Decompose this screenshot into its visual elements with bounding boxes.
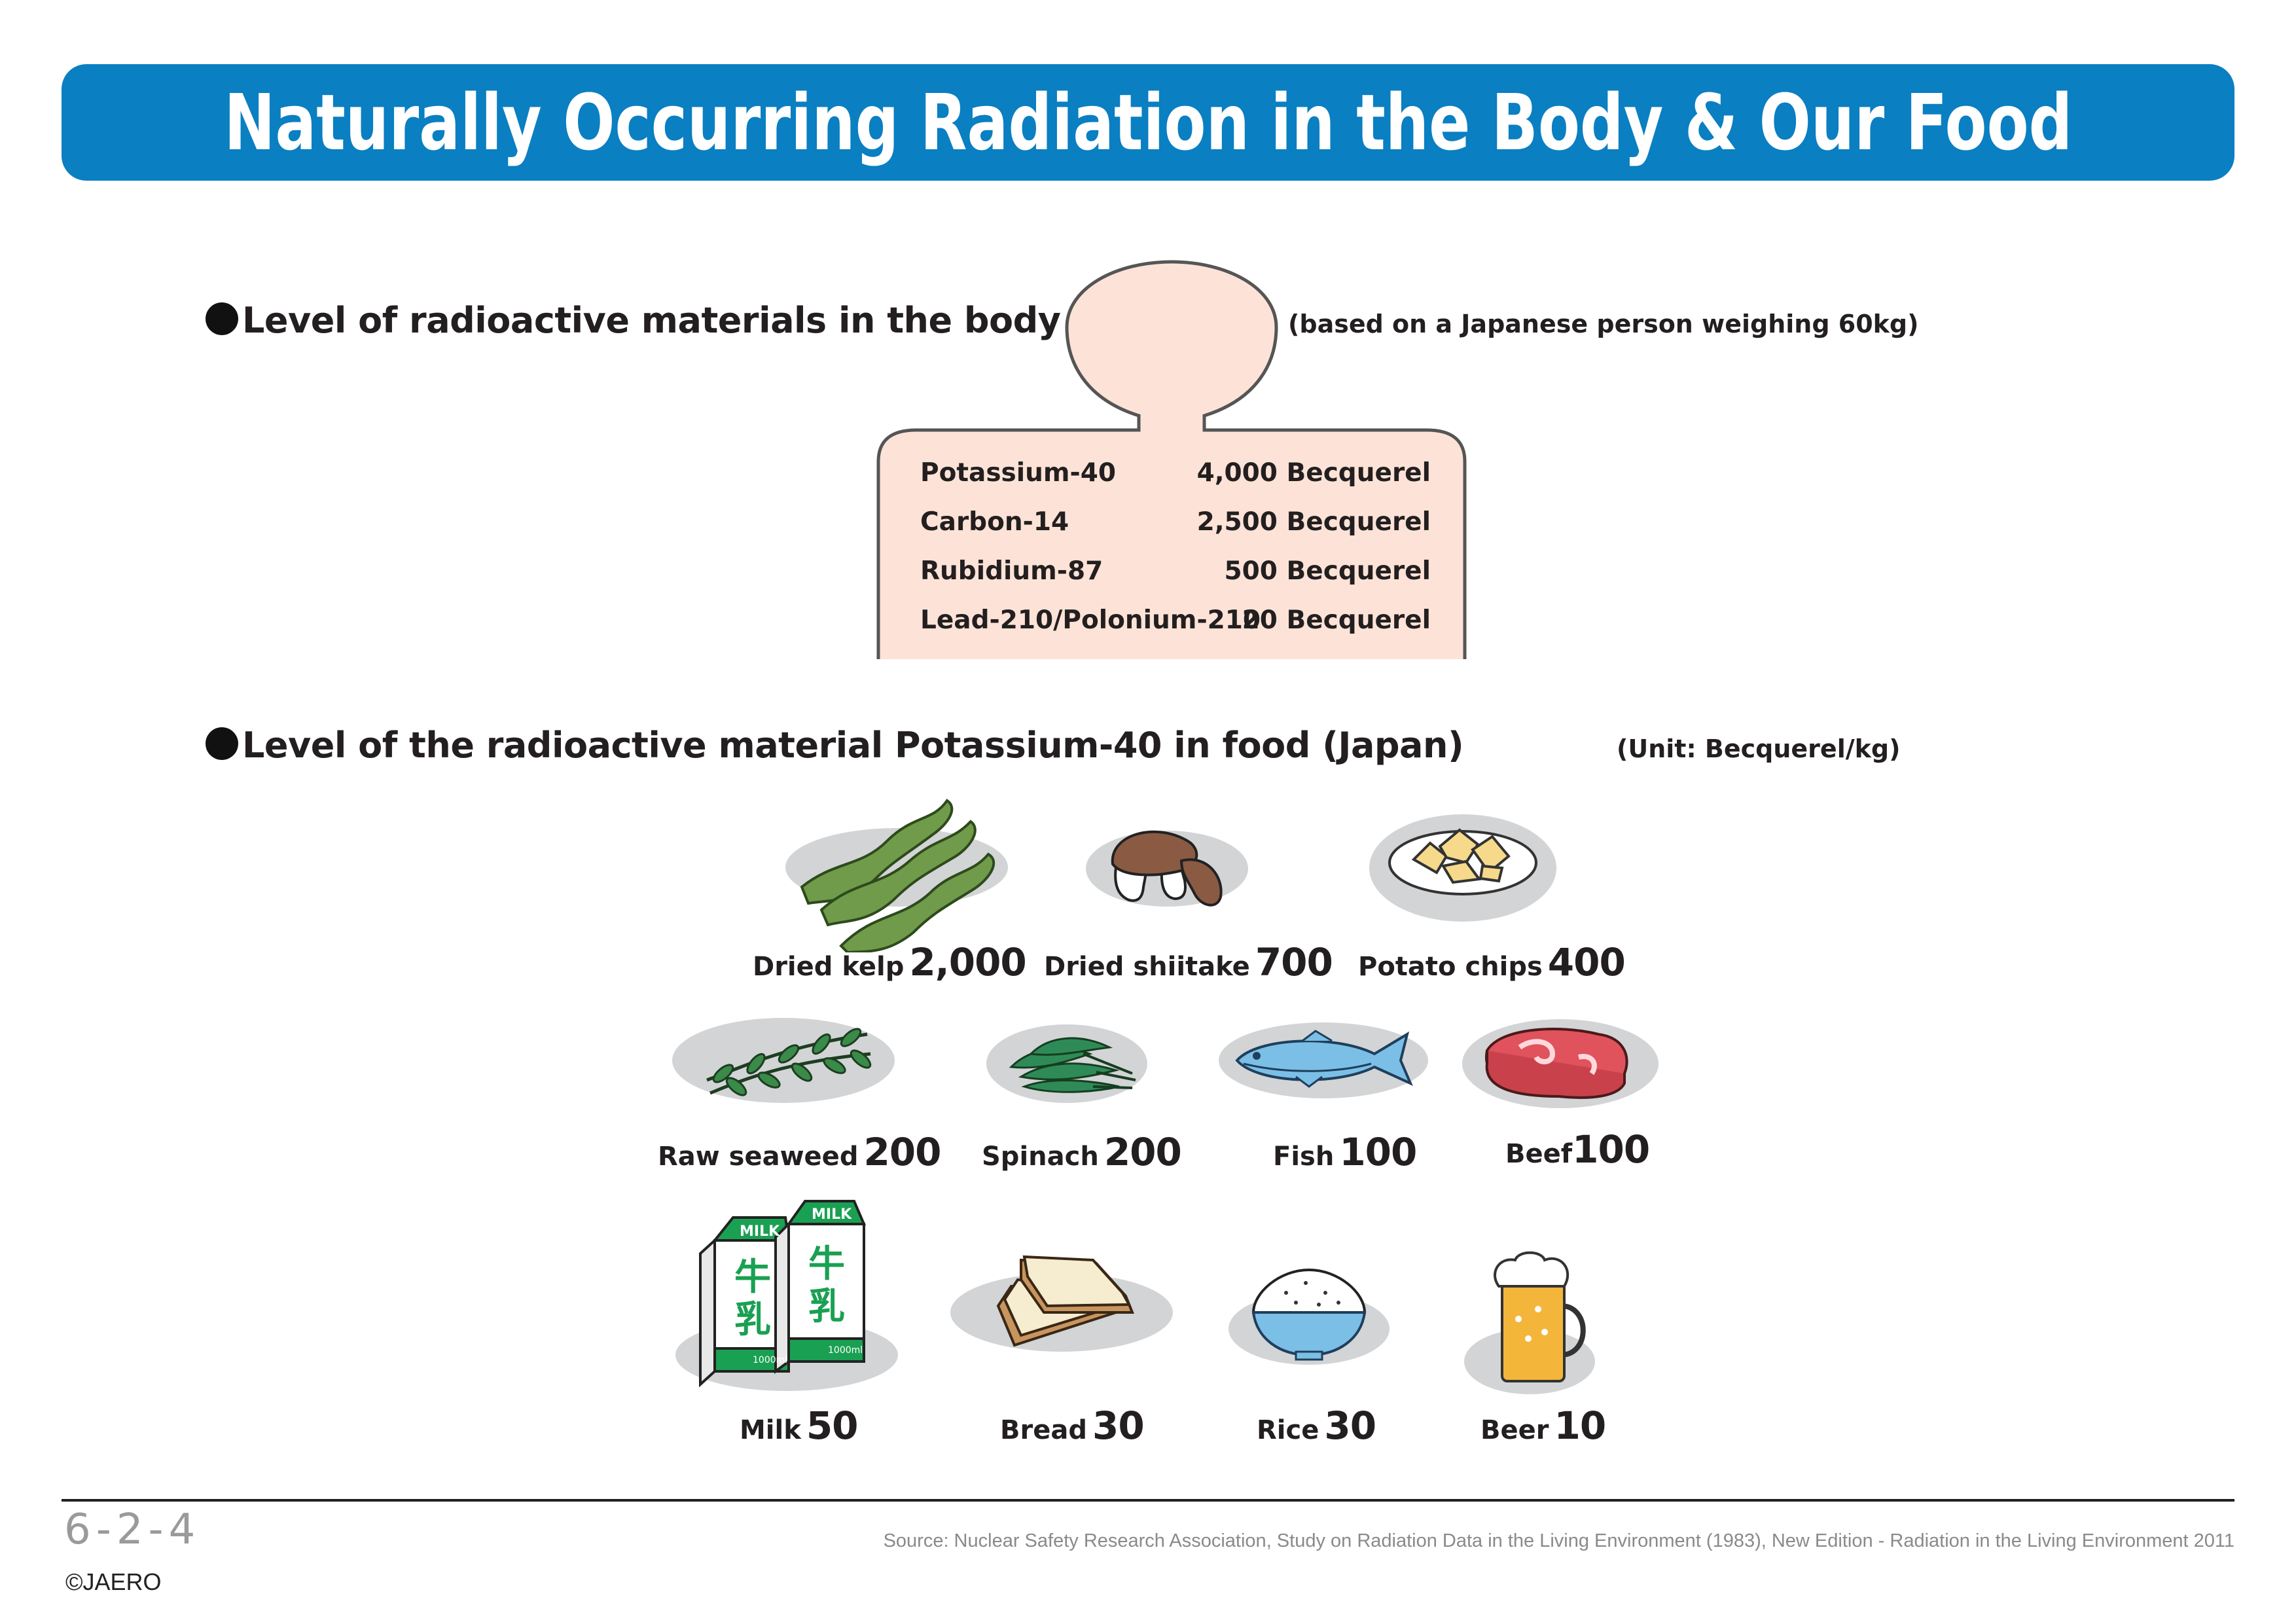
copyright: ©JAERO xyxy=(65,1568,162,1595)
food-value: 400 xyxy=(1547,940,1626,984)
dried-kelp-icon xyxy=(785,799,1008,952)
food-name: Rice xyxy=(1257,1415,1319,1445)
food-unit-note: (Unit: Becquerel/kg) xyxy=(1617,734,1901,763)
food-value: 10 xyxy=(1554,1403,1606,1448)
bread-icon xyxy=(950,1255,1173,1352)
beer-icon xyxy=(1464,1251,1595,1394)
food-value: 30 xyxy=(1324,1403,1376,1448)
body-row-carbon: Carbon-14 2,500 Becquerel xyxy=(920,507,1431,547)
food-name: Raw seaweed xyxy=(658,1142,859,1172)
food-section-heading: Level of the radioactive material Potass… xyxy=(206,725,1464,766)
bullet-icon xyxy=(206,302,238,335)
food-value: 100 xyxy=(1572,1127,1650,1172)
footer-divider xyxy=(62,1499,2234,1502)
milk-kanji-3: 牛 xyxy=(808,1243,845,1286)
body-row-lead-polonium: Lead-210/Polonium-210 20 Becquerel xyxy=(920,605,1431,645)
body-section-heading: Level of radioactive materials in the bo… xyxy=(206,300,1061,341)
milk-kanji-2: 乳 xyxy=(734,1299,771,1341)
body-section-heading-text: Level of radioactive materials in the bo… xyxy=(242,300,1061,341)
food-value: 30 xyxy=(1092,1403,1145,1448)
row-value: 2,500 Becquerel xyxy=(1196,507,1431,537)
food-section-heading-text: Level of the radioactive material Potass… xyxy=(242,725,1464,766)
milk-icon: MILK MILK 牛 乳 牛 乳 1000ml 1000ml xyxy=(675,1200,898,1391)
milk-volume: 1000ml xyxy=(753,1355,787,1365)
potato-chips-icon xyxy=(1369,814,1556,922)
milk-kanji-4: 乳 xyxy=(808,1286,845,1328)
row-name: Potassium-40 xyxy=(920,458,1116,488)
food-label-beef: Beef100 xyxy=(1505,1127,1650,1172)
food-value: 200 xyxy=(863,1130,941,1174)
row-value: 20 Becquerel xyxy=(1242,605,1431,635)
title-banner: Naturally Occurring Radiation in the Bod… xyxy=(62,64,2234,181)
food-value: 100 xyxy=(1339,1130,1417,1174)
food-value: 50 xyxy=(806,1403,859,1448)
milk-kanji-1: 牛 xyxy=(734,1256,771,1299)
food-value: 2,000 xyxy=(909,940,1026,984)
food-name: Dried kelp xyxy=(753,952,905,982)
body-row-rubidium: Rubidium-87 500 Becquerel xyxy=(920,556,1431,596)
rice-icon xyxy=(1229,1268,1390,1365)
page-number: 6-2-4 xyxy=(64,1506,201,1554)
human-body-silhouette xyxy=(876,260,1467,659)
food-value: 700 xyxy=(1255,940,1333,984)
dried-shiitake-icon xyxy=(1086,830,1248,907)
food-name: Beer xyxy=(1480,1415,1549,1445)
food-name: Milk xyxy=(740,1415,801,1445)
row-name: Rubidium-87 xyxy=(920,556,1103,586)
body-row-potassium: Potassium-40 4,000 Becquerel xyxy=(920,458,1431,497)
milk-carton-label-2: MILK xyxy=(812,1206,852,1223)
beef-icon xyxy=(1462,1019,1659,1108)
row-name: Lead-210/Polonium-210 xyxy=(920,605,1261,635)
page-title: Naturally Occurring Radiation in the Bod… xyxy=(223,77,2073,168)
food-name: Bread xyxy=(1000,1415,1087,1445)
food-name: Spinach xyxy=(982,1142,1099,1172)
row-value: 500 Becquerel xyxy=(1224,556,1431,586)
food-name: Fish xyxy=(1273,1142,1335,1172)
body-section-note: (based on a Japanese person weighing 60k… xyxy=(1288,310,1919,338)
bullet-icon xyxy=(206,727,238,760)
food-name: Potato chips xyxy=(1358,952,1543,982)
food-name: Dried shiitake xyxy=(1044,952,1250,982)
row-value: 4,000 Becquerel xyxy=(1196,458,1431,488)
row-name: Carbon-14 xyxy=(920,507,1069,537)
milk-volume-2: 1000ml xyxy=(828,1345,863,1356)
food-name: Beef xyxy=(1505,1139,1573,1169)
milk-carton-label: MILK xyxy=(740,1223,780,1240)
fish-icon xyxy=(1219,1022,1428,1098)
raw-seaweed-icon xyxy=(672,1018,895,1103)
spinach-icon xyxy=(986,1024,1147,1103)
food-value: 200 xyxy=(1103,1130,1182,1174)
source-citation: Source: Nuclear Safety Research Associat… xyxy=(883,1530,2234,1551)
